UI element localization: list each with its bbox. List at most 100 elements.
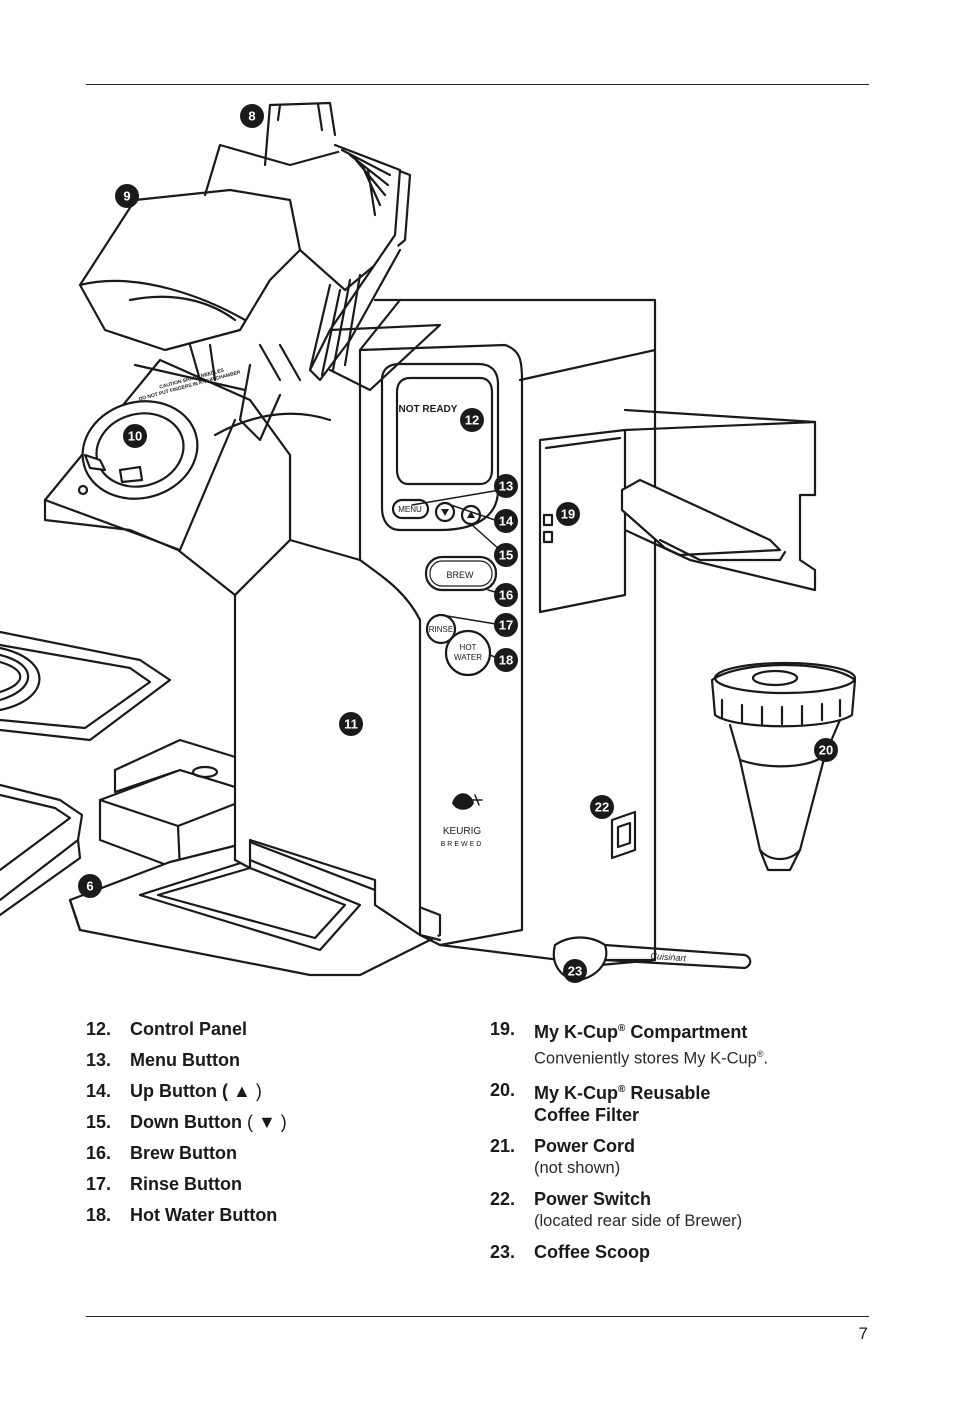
item-number: 20.	[490, 1079, 516, 1100]
svg-text:10: 10	[128, 429, 142, 444]
item-name: Up Button (	[130, 1081, 228, 1101]
parts-list-right: 19. My K-Cup® Compartment Conveniently s…	[490, 1018, 870, 1272]
item-number: 14.	[86, 1081, 112, 1101]
up-triangle-symbol: ▲	[232, 1081, 251, 1101]
item-name: Power Cord	[534, 1135, 636, 1156]
registered-mark: ®	[618, 1083, 626, 1095]
page-number: 7	[858, 1324, 868, 1343]
parts-list-left: 12. Control Panel 13. Menu Button 14. Up…	[86, 1018, 466, 1235]
down-triangle-symbol: ( ▼ )	[241, 1112, 287, 1132]
cup-tray	[68, 840, 442, 977]
list-item: 13. Menu Button	[86, 1049, 466, 1071]
brewer-base	[98, 738, 247, 872]
callout-22: 22	[590, 795, 614, 819]
item-description: Conveniently stores My K-Cup	[534, 1049, 757, 1068]
item-number: 19.	[490, 1019, 516, 1039]
item-number: 15.	[86, 1112, 112, 1132]
hot-water-label-1: HOT	[460, 643, 477, 652]
list-item: 22. Power Switch (located rear side of B…	[490, 1188, 870, 1232]
k-cup-holder-assembly: CAUTION SHARP NEEDLES DO NOT PUT FINGERS…	[43, 358, 292, 597]
callout-13: 13	[494, 474, 518, 498]
item-name-wrap: My K-Cup® Compartment	[534, 1018, 870, 1043]
svg-text:16: 16	[499, 588, 513, 603]
list-item: 16. Brew Button	[86, 1142, 466, 1164]
item-name: Coffee Scoop	[534, 1241, 651, 1262]
item-description-wrap: Conveniently stores My K-Cup®.	[534, 1043, 870, 1070]
svg-text:17: 17	[499, 618, 513, 633]
item-number: 22.	[490, 1188, 516, 1209]
item-name-wrap: Down Button ( ▼ )	[130, 1111, 466, 1133]
list-item: 18. Hot Water Button	[86, 1204, 466, 1226]
top-rule	[86, 84, 869, 85]
item-name: Hot Water Button	[130, 1205, 278, 1225]
item-name: My K-Cup	[534, 1082, 618, 1103]
list-item: 19. My K-Cup® Compartment Conveniently s…	[490, 1018, 870, 1070]
item-number: 17.	[86, 1174, 112, 1194]
item-number: 13.	[86, 1050, 112, 1070]
up-arrow-icon	[467, 511, 475, 518]
svg-text:18: 18	[499, 653, 513, 668]
hot-water-label-2: WATER	[454, 653, 482, 662]
list-item: 23. Coffee Scoop	[490, 1241, 870, 1263]
item-name: Down Button	[130, 1112, 242, 1132]
brew-button[interactable]	[424, 555, 498, 592]
keurig-brand-text: KEURIG	[443, 826, 482, 837]
callout-10: 10	[123, 424, 147, 448]
svg-text:20: 20	[819, 743, 833, 758]
bottom-rule	[86, 1316, 869, 1317]
list-item: 14. Up Button ( ▲ )	[86, 1080, 466, 1102]
callout-16: 16	[494, 583, 518, 607]
svg-text:9: 9	[123, 189, 130, 204]
paren-close: )	[255, 1081, 262, 1101]
brewer-illustration: NOT READY MENU BREW RINSE HOT WATER KEUR…	[0, 101, 857, 983]
callout-18: 18	[494, 648, 518, 672]
callout-8: 8	[240, 104, 264, 128]
brewer-body	[233, 298, 657, 967]
menu-button-label: MENU	[398, 505, 422, 514]
item-description-end: .	[763, 1049, 769, 1068]
svg-text:19: 19	[561, 507, 575, 522]
item-name: My K-Cup	[534, 1022, 618, 1042]
brew-button-label: BREW	[447, 570, 475, 580]
display-status: NOT READY	[399, 404, 458, 415]
item-name-rest: Compartment	[625, 1022, 748, 1042]
item-name-line2: Coffee Filter	[534, 1104, 640, 1125]
svg-text:15: 15	[499, 548, 513, 563]
list-item: 12. Control Panel	[86, 1018, 466, 1040]
drip-tray-grate	[0, 630, 172, 742]
item-description: (not shown)	[534, 1158, 621, 1177]
brewed-text: BREWED	[441, 841, 484, 848]
item-description: (located rear side of Brewer)	[534, 1211, 743, 1230]
callout-14: 14	[494, 509, 518, 533]
item-number: 18.	[86, 1205, 112, 1225]
callout-12: 12	[460, 408, 484, 432]
callout-6: 6	[78, 874, 102, 898]
list-item: 20. My K-Cup® Reusable Coffee Filter	[490, 1079, 870, 1126]
list-item: 21. Power Cord (not shown)	[490, 1135, 870, 1179]
item-name-rest: Reusable	[625, 1082, 711, 1103]
k-cup-compartment	[538, 408, 817, 614]
item-name-wrap: My K-Cup® Reusable	[534, 1079, 870, 1104]
registered-mark: ®	[756, 1049, 764, 1059]
svg-text:13: 13	[499, 479, 513, 494]
brewer-lid	[78, 101, 442, 442]
callout-23: 23	[563, 959, 587, 983]
svg-text:11: 11	[344, 717, 358, 732]
svg-text:23: 23	[568, 964, 582, 979]
item-number: 23.	[490, 1241, 516, 1262]
item-name: Power Switch	[534, 1188, 652, 1209]
down-arrow-icon	[441, 509, 449, 516]
item-number: 16.	[86, 1143, 112, 1163]
power-switch[interactable]	[610, 810, 637, 860]
scoop-brand-text: Cuisinart	[650, 951, 687, 963]
list-item: 15. Down Button ( ▼ )	[86, 1111, 466, 1133]
hot-water-button[interactable]	[444, 629, 492, 677]
callout-15: 15	[494, 543, 518, 567]
item-number: 12.	[86, 1019, 112, 1039]
svg-text:12: 12	[465, 413, 479, 428]
list-item: 17. Rinse Button	[86, 1173, 466, 1195]
item-name: Control Panel	[130, 1019, 248, 1039]
svg-text:6: 6	[86, 879, 93, 894]
svg-text:14: 14	[499, 514, 514, 529]
item-number: 21.	[490, 1135, 516, 1156]
